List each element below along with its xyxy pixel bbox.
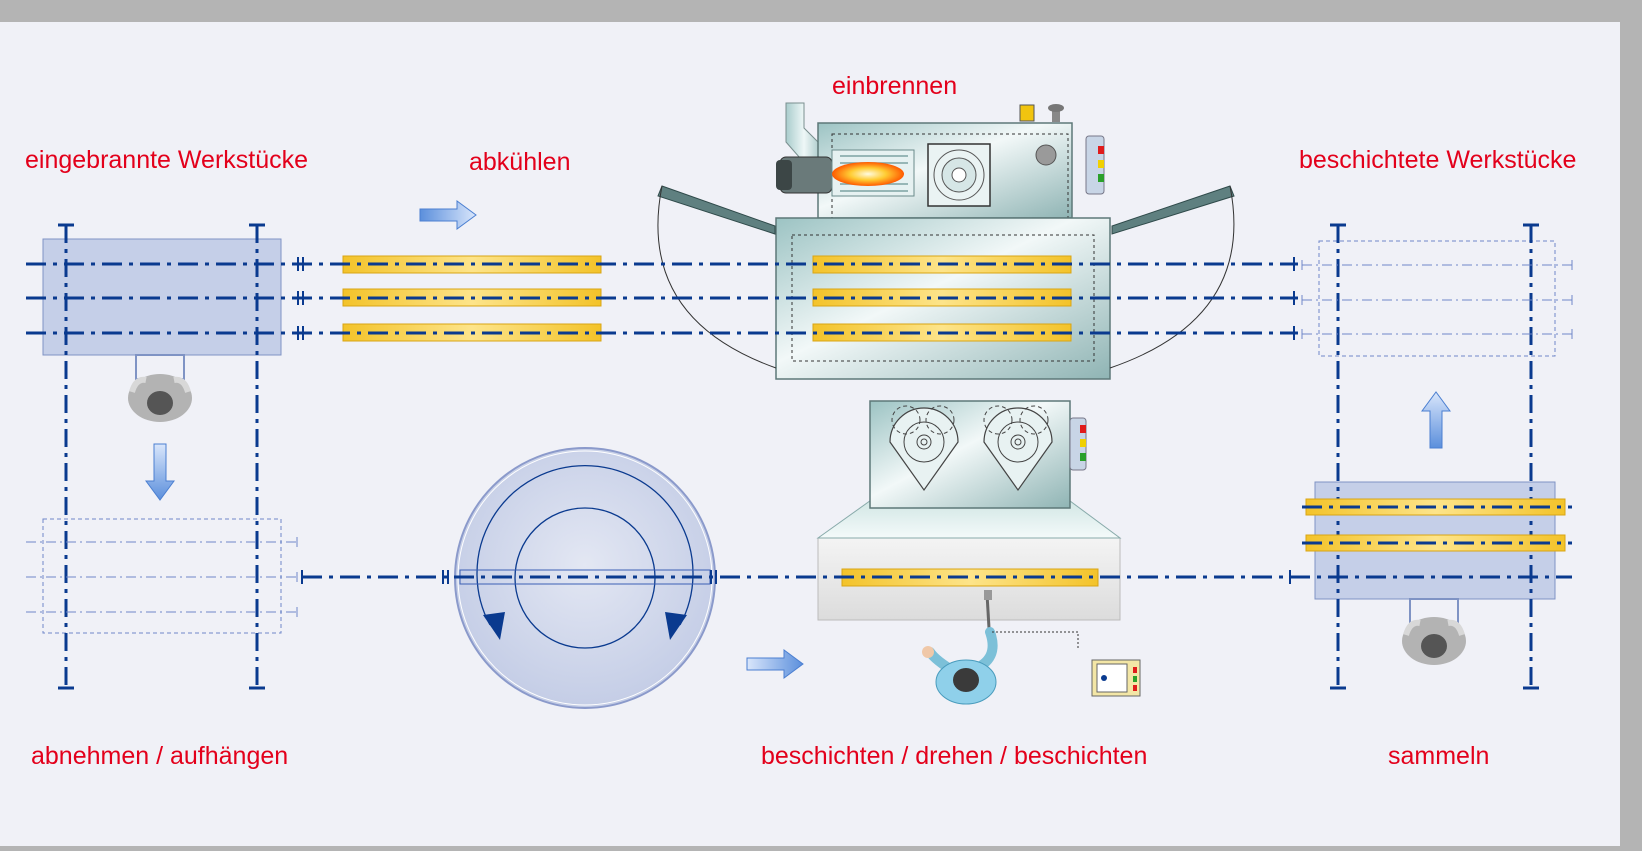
label-einbrennen: einbrennen (832, 72, 957, 100)
left-operator (128, 354, 192, 422)
conveyor-lower (301, 568, 1572, 587)
up-arrow-icon (1421, 391, 1451, 449)
rotate-arrow-right-icon (665, 612, 687, 640)
down-arrow-icon (145, 443, 175, 501)
left-arrow-icon (419, 200, 477, 230)
left-hang-table (42, 518, 282, 634)
right-arrow-icon (746, 649, 804, 679)
rotate-arrow-left-icon (483, 612, 505, 640)
label-sammeln: sammeln (1388, 742, 1489, 770)
burner-flame-icon (832, 162, 904, 186)
label-abkuehlen: abkühlen (469, 148, 570, 176)
right-station (1301, 223, 1573, 690)
label-beschichtete-werkstuecke: beschichtete Werkstücke (1299, 146, 1576, 174)
right-collect-target (1318, 240, 1556, 357)
conveyor-upper (26, 255, 1298, 342)
label-eingebrannte-werkstuecke: eingebrannte Werkstücke (25, 146, 308, 174)
label-abnehmen-aufhaengen: abnehmen / aufhängen (31, 742, 288, 770)
label-beschichten-drehen: beschichten / drehen / beschichten (761, 742, 1147, 770)
coating-operator (922, 590, 1141, 705)
right-operator (1402, 598, 1466, 665)
